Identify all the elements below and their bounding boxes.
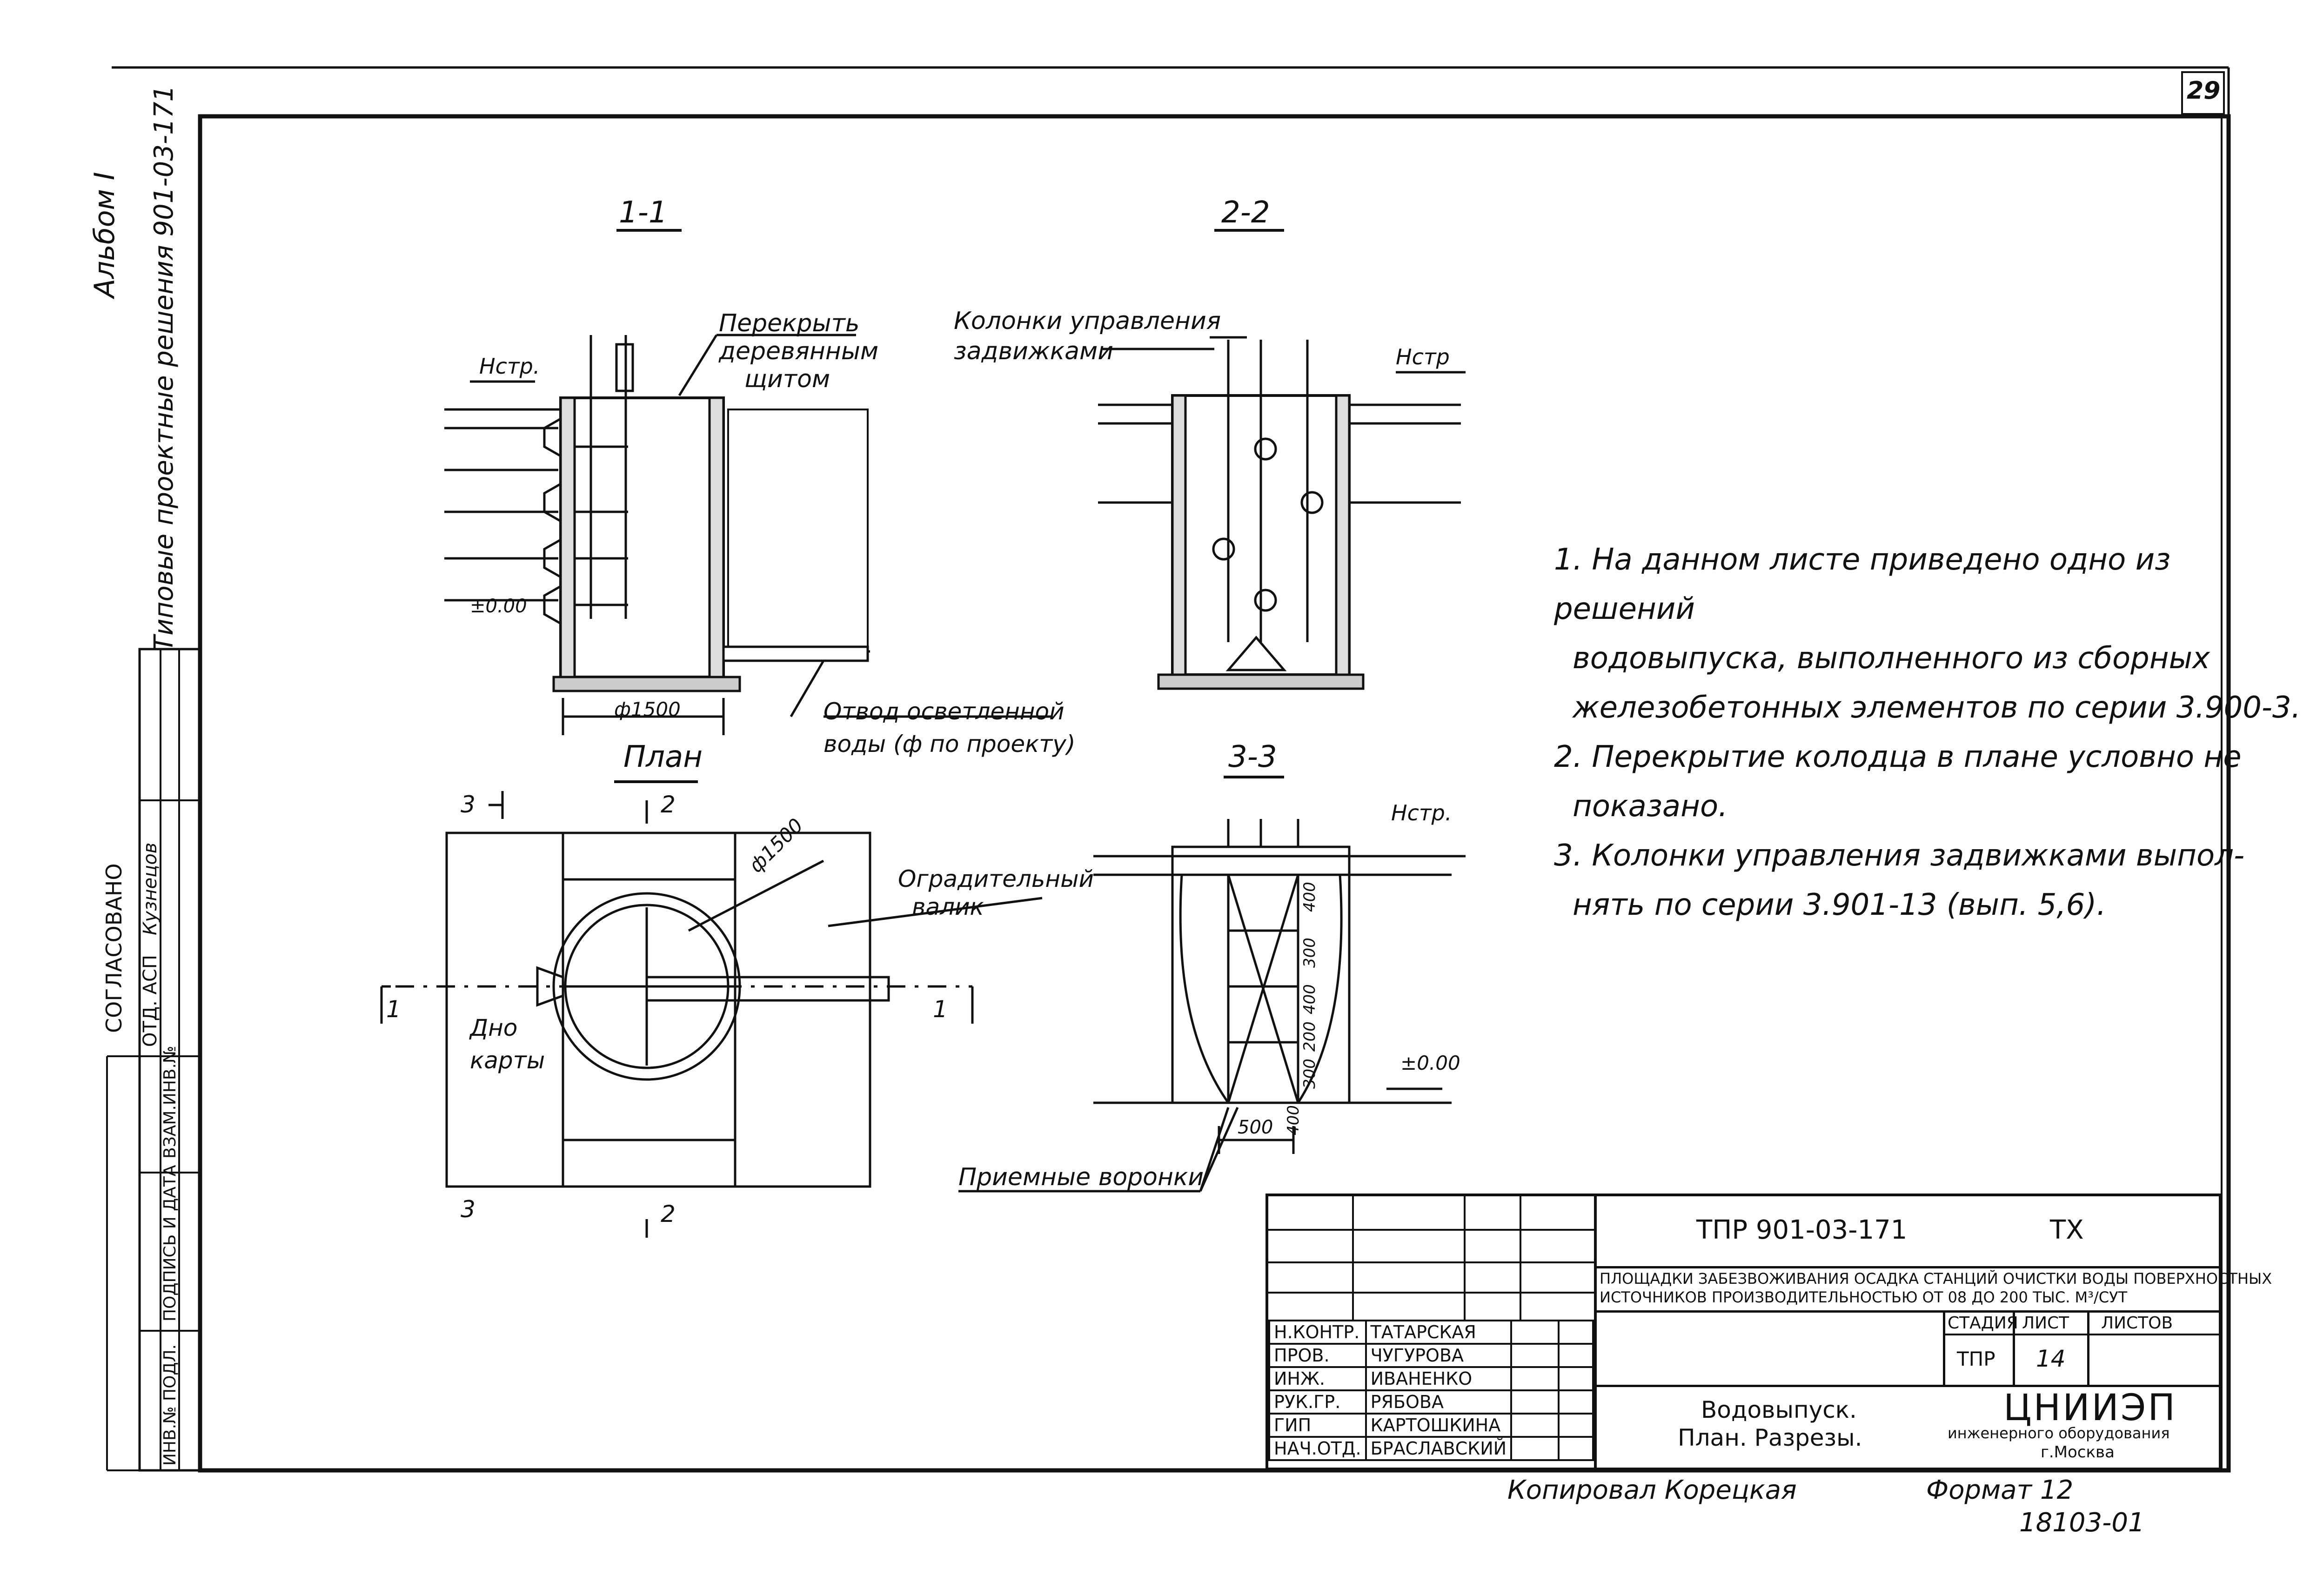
role-name: БРАСЛАВСКИЙ [1365, 1436, 1513, 1461]
role-label: ГИП [1268, 1413, 1367, 1438]
title-mark: ТХ [2050, 1215, 2084, 1245]
plan-graphic [380, 780, 1043, 1238]
plan-mark-3-top: 3 [461, 791, 475, 818]
plan-mark-3-bottom: 3 [461, 1196, 475, 1223]
drawing-title-1: Водовыпуск. [1701, 1396, 1857, 1423]
plan-mark-1-right: 1 [933, 996, 948, 1023]
plan-mark-2-top: 2 [661, 791, 676, 818]
org-2: инженерного оборудования [1948, 1424, 2170, 1442]
title-code: ТПР 901-03-171 [1696, 1215, 1908, 1245]
sheet-label: ЛИСТ [2022, 1314, 2069, 1333]
drawing-title-2: План. Разрезы. [1678, 1424, 1862, 1451]
s11-diameter: ф1500 [614, 698, 681, 721]
stamp-col-replace-inv: ВЗАМ.ИНВ.№ [161, 1046, 180, 1159]
role-row: ИНЖ.ИВАНЕНКО [1268, 1366, 1594, 1391]
notes-block: 1. На данном листе приведено одно из реш… [1554, 535, 2310, 930]
role-row: Н.КОНТР.ТАТАРСКАЯ [1268, 1320, 1594, 1345]
s33-dim-v6: 400 [1284, 1105, 1303, 1135]
inventory-number: 18103-01 [2019, 1508, 2145, 1538]
s33-dim-v1: 400 [1300, 882, 1319, 912]
album-label: Альбом I [88, 172, 121, 298]
project-line-1: ПЛОЩАДКИ ЗАБЕЗВОЖИВАНИЯ ОСАДКА СТАНЦИЙ О… [1600, 1270, 2272, 1288]
cover-callout-2: деревянным [719, 337, 879, 365]
funnels-callout: Приемные воронки [958, 1163, 1204, 1191]
format-label: Формат 12 [1926, 1475, 2074, 1505]
role-label: ИНЖ. [1268, 1366, 1367, 1391]
stamp-col-orig-inv: ИНВ.№ ПОДЛ. [161, 1344, 180, 1466]
plan-bottom-label-2: карты [470, 1047, 545, 1074]
title-block-left-grid: Н.КОНТР.ТАТАРСКАЯ ПРОВ.ЧУГУРОВА ИНЖ.ИВАН… [1268, 1196, 1597, 1468]
note-line: водовыпуска, выполненного из сборных [1573, 641, 2210, 676]
s33-level-top: Hстр. [1391, 800, 1452, 825]
s22-level-top: Hстр [1396, 344, 1450, 369]
s33-dim-v5: 300 [1300, 1059, 1319, 1089]
columns-callout-2: задвижками [954, 337, 1114, 365]
bank-callout-1: Оградительный [898, 865, 1094, 892]
role-name: ЧУГУРОВА [1365, 1343, 1513, 1368]
bank-callout-2: валик [912, 893, 984, 920]
section-2-2-title: 2-2 [1221, 195, 1270, 230]
stage-value: ТПР [1957, 1348, 1995, 1370]
sheet-value: 14 [2036, 1345, 2066, 1372]
dept-label: ОТД. АСП [140, 955, 161, 1047]
plan-mark-2-bottom: 2 [661, 1200, 676, 1227]
role-label: РУК.ГР. [1268, 1389, 1367, 1415]
series-label: Типовые проектные решения 901-03-171 [149, 85, 179, 651]
drain-callout-2: воды (ф по проекту) [824, 731, 1076, 758]
role-name: ТАТАРСКАЯ [1365, 1320, 1513, 1345]
role-name: КАРТОШКИНА [1365, 1413, 1513, 1438]
cover-callout-3: щитом [744, 365, 830, 393]
section-3-3-title: 3-3 [1228, 740, 1277, 774]
stamp-col-signature-date: ПОДПИСЬ И ДАТА [161, 1165, 180, 1321]
title-block: Н.КОНТР.ТАТАРСКАЯ ПРОВ.ЧУГУРОВА ИНЖ.ИВАН… [1265, 1194, 2272, 1470]
note-line: 2. Перекрытие колодца в плане условно не [1554, 740, 2242, 774]
project-line-2: ИСТОЧНИКОВ ПРОИЗВОДИТЕЛЬНОСТЬЮ ОТ 08 ДО … [1600, 1288, 2128, 1306]
s11-level-zero: ±0.00 [470, 596, 527, 617]
approved-label: СОГЛАСОВАНО [101, 863, 127, 1033]
s33-dim-v3: 400 [1300, 984, 1319, 1014]
page-number: 29 [2187, 77, 2221, 105]
role-label: ПРОВ. [1268, 1343, 1367, 1368]
cover-callout-1: Перекрыть [719, 309, 860, 337]
note-line: 3. Колонки управления задвижками выпол- [1554, 838, 2245, 873]
note-line: железобетонных элементов по серии 3.900-… [1573, 691, 2301, 725]
section-1-1-graphic [444, 229, 1051, 735]
s33-level-zero: ±0.00 [1400, 1052, 1460, 1074]
stage-label: СТАДИЯ [1948, 1314, 2018, 1333]
role-row: НАЧ.ОТД.БРАСЛАВСКИЙ [1268, 1436, 1594, 1461]
note-line: показано. [1573, 789, 1728, 824]
role-label: НАЧ.ОТД. [1268, 1436, 1367, 1461]
section-1-1-title: 1-1 [619, 195, 668, 230]
dept-person: Кузнецов [140, 842, 161, 935]
role-name: РЯБОВА [1365, 1389, 1513, 1415]
s33-dim-v4: 200 [1300, 1021, 1319, 1052]
role-row: РУК.ГР.РЯБОВА [1268, 1389, 1594, 1415]
drain-callout-1: Отвод осветленной [824, 698, 1065, 725]
s33-dim-500: 500 [1238, 1117, 1273, 1138]
s33-dim-v2: 300 [1300, 938, 1319, 968]
section-2-2-graphic [1098, 229, 1466, 690]
sheets-label: ЛИСТОВ [2101, 1314, 2173, 1333]
plan-mark-1-left: 1 [386, 996, 401, 1023]
roles-table: Н.КОНТР.ТАТАРСКАЯ ПРОВ.ЧУГУРОВА ИНЖ.ИВАН… [1268, 1320, 1594, 1461]
org-3: г.Москва [2041, 1443, 2115, 1462]
role-row: ПРОВ.ЧУГУРОВА [1268, 1343, 1594, 1368]
note-line: нять по серии 3.901-13 (вып. 5,6). [1573, 888, 2106, 922]
plan-bottom-label-1: Дно [470, 1014, 518, 1041]
columns-callout-1: Колонки управления [954, 307, 1221, 335]
section-3-3-graphic [958, 776, 1466, 1193]
copied-by: Копировал Корецкая [1507, 1475, 1797, 1505]
plan-title: План [623, 740, 703, 774]
s11-level-top: Hстр. [479, 354, 540, 379]
role-name: ИВАНЕНКО [1365, 1366, 1513, 1391]
note-line: 1. На данном листе приведено одно из реш… [1554, 543, 2171, 626]
role-label: Н.КОНТР. [1268, 1320, 1367, 1345]
org-1: ЦНИИЭП [2003, 1387, 2177, 1429]
